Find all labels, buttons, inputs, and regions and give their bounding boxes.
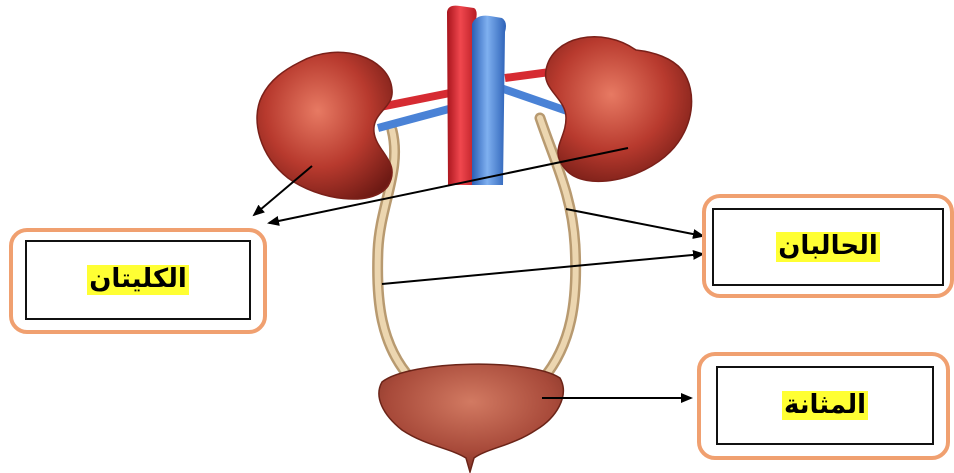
kidneys-label-box: الكليتان	[25, 240, 251, 320]
arrow-right-ureter	[566, 209, 703, 236]
bladder	[379, 364, 563, 472]
bladder-label: المثانة	[782, 391, 868, 421]
ureters-label-box: الحالبان	[712, 208, 944, 286]
arrow-left-ureter	[382, 254, 703, 284]
ureters-label: الحالبان	[776, 232, 880, 262]
bladder-label-box: المثانة	[716, 366, 934, 445]
kidneys-label: الكليتان	[87, 265, 189, 295]
left-kidney	[257, 52, 392, 199]
great-vessels	[447, 6, 506, 185]
